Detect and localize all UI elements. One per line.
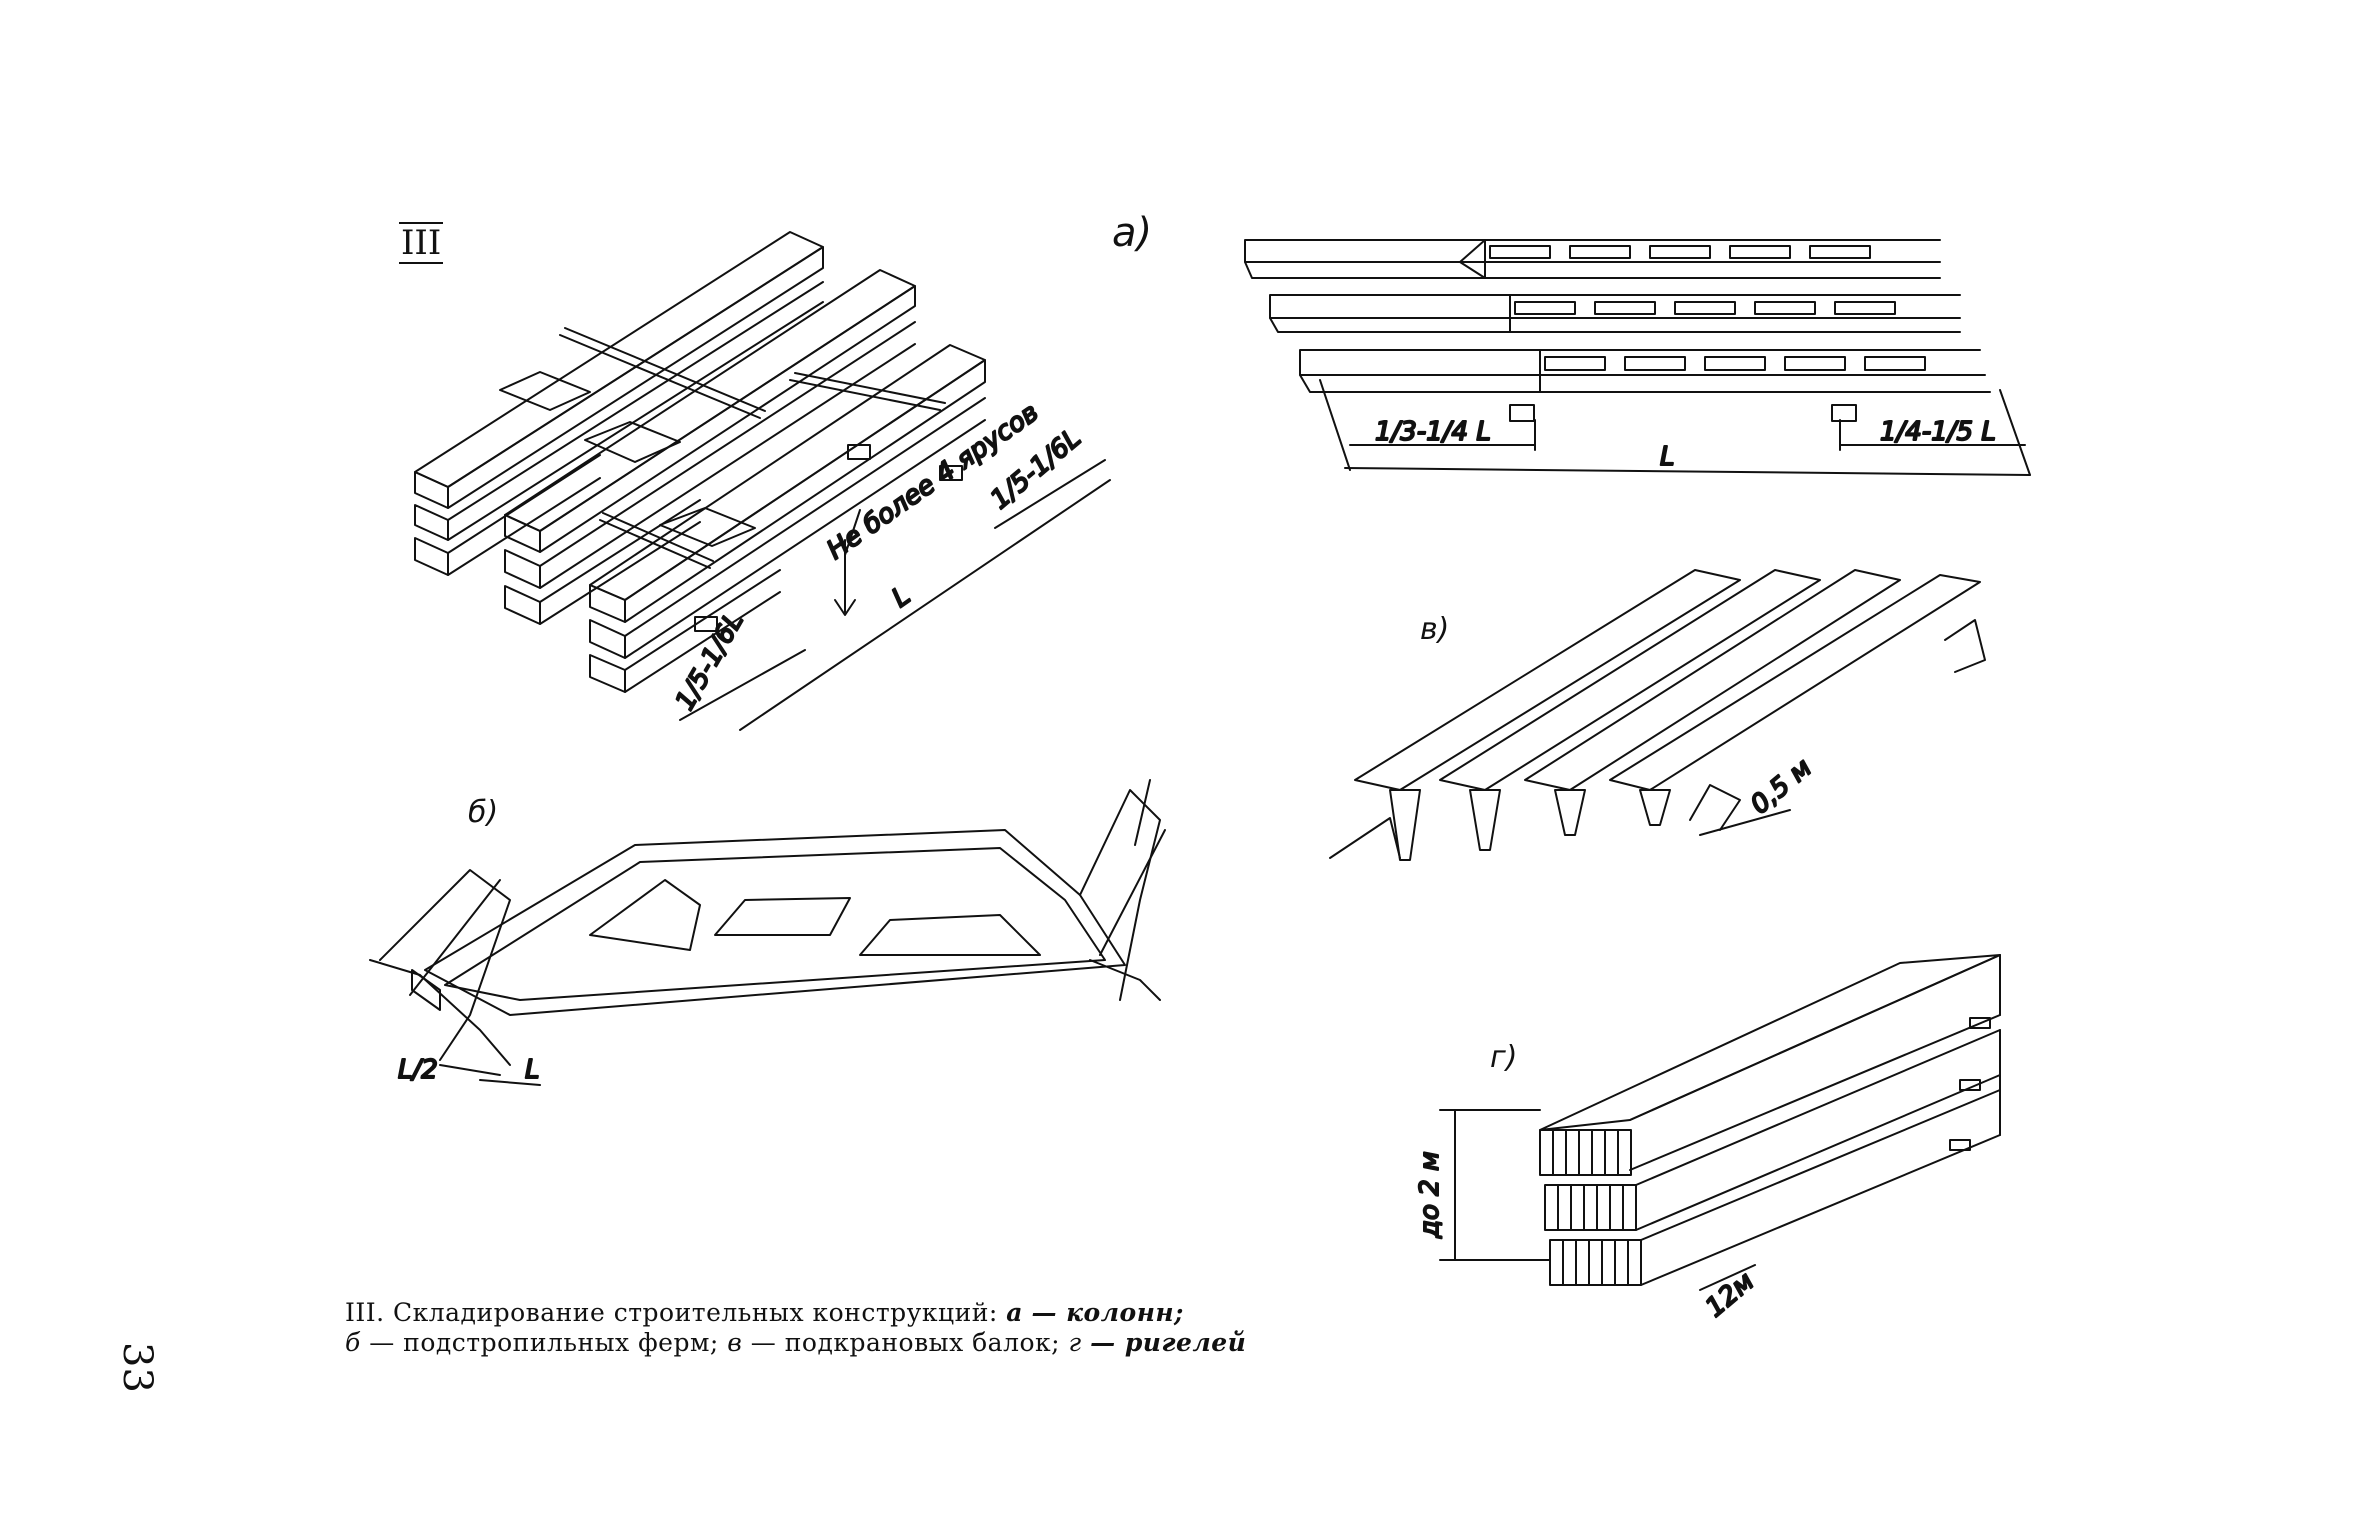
- truss-b-drawing: [369, 779, 1166, 1086]
- caption-g-text: — ригелей: [1090, 1328, 1247, 1357]
- dim-v-spacing: 0,5 м: [1745, 753, 1817, 820]
- part-label-b: б): [468, 795, 499, 830]
- crossbeams-g-drawing: [1439, 954, 2001, 1291]
- caption-a-text: — колонн;: [1031, 1298, 1184, 1327]
- dim-b-half: L/2: [398, 1055, 438, 1085]
- caption-v-key: в: [727, 1328, 743, 1357]
- caption-g-key: г: [1068, 1328, 1082, 1357]
- dim-a-right: 1/4-1/5 L: [1880, 417, 1996, 447]
- dim-g-height: до 2 м: [1415, 1151, 1445, 1239]
- dim-iii-end-bottom: 1/5-1/6L: [670, 607, 750, 715]
- caption-b-key: б: [345, 1328, 361, 1357]
- part-label-v: в): [1420, 612, 1450, 647]
- caption-b-text: — подстропильных ферм;: [369, 1328, 719, 1357]
- caption-v-text: — подкрановых балок;: [750, 1328, 1061, 1357]
- figure-marker: III: [399, 222, 444, 264]
- dim-a-span: L: [1660, 442, 1675, 472]
- dim-b-full: L: [525, 1055, 540, 1085]
- crane-beams-v-drawing: [1329, 569, 1986, 861]
- caption-lead: III. Складирование строительных конструк…: [345, 1298, 998, 1327]
- caption-a-key: а: [1006, 1298, 1023, 1327]
- dim-iii-span: L: [887, 581, 916, 614]
- part-label-g: г): [1490, 1040, 1518, 1075]
- page-number: 33: [114, 1342, 160, 1393]
- columns-a-drawing: [1244, 239, 2031, 476]
- figure-caption: III. Складирование строительных конструк…: [345, 1298, 1300, 1358]
- part-label-a: а): [1112, 210, 1153, 256]
- columns-stack-drawing: [414, 231, 1111, 731]
- dim-a-left: 1/3-1/4 L: [1375, 417, 1491, 447]
- dim-g-width: 12м: [1700, 1267, 1760, 1324]
